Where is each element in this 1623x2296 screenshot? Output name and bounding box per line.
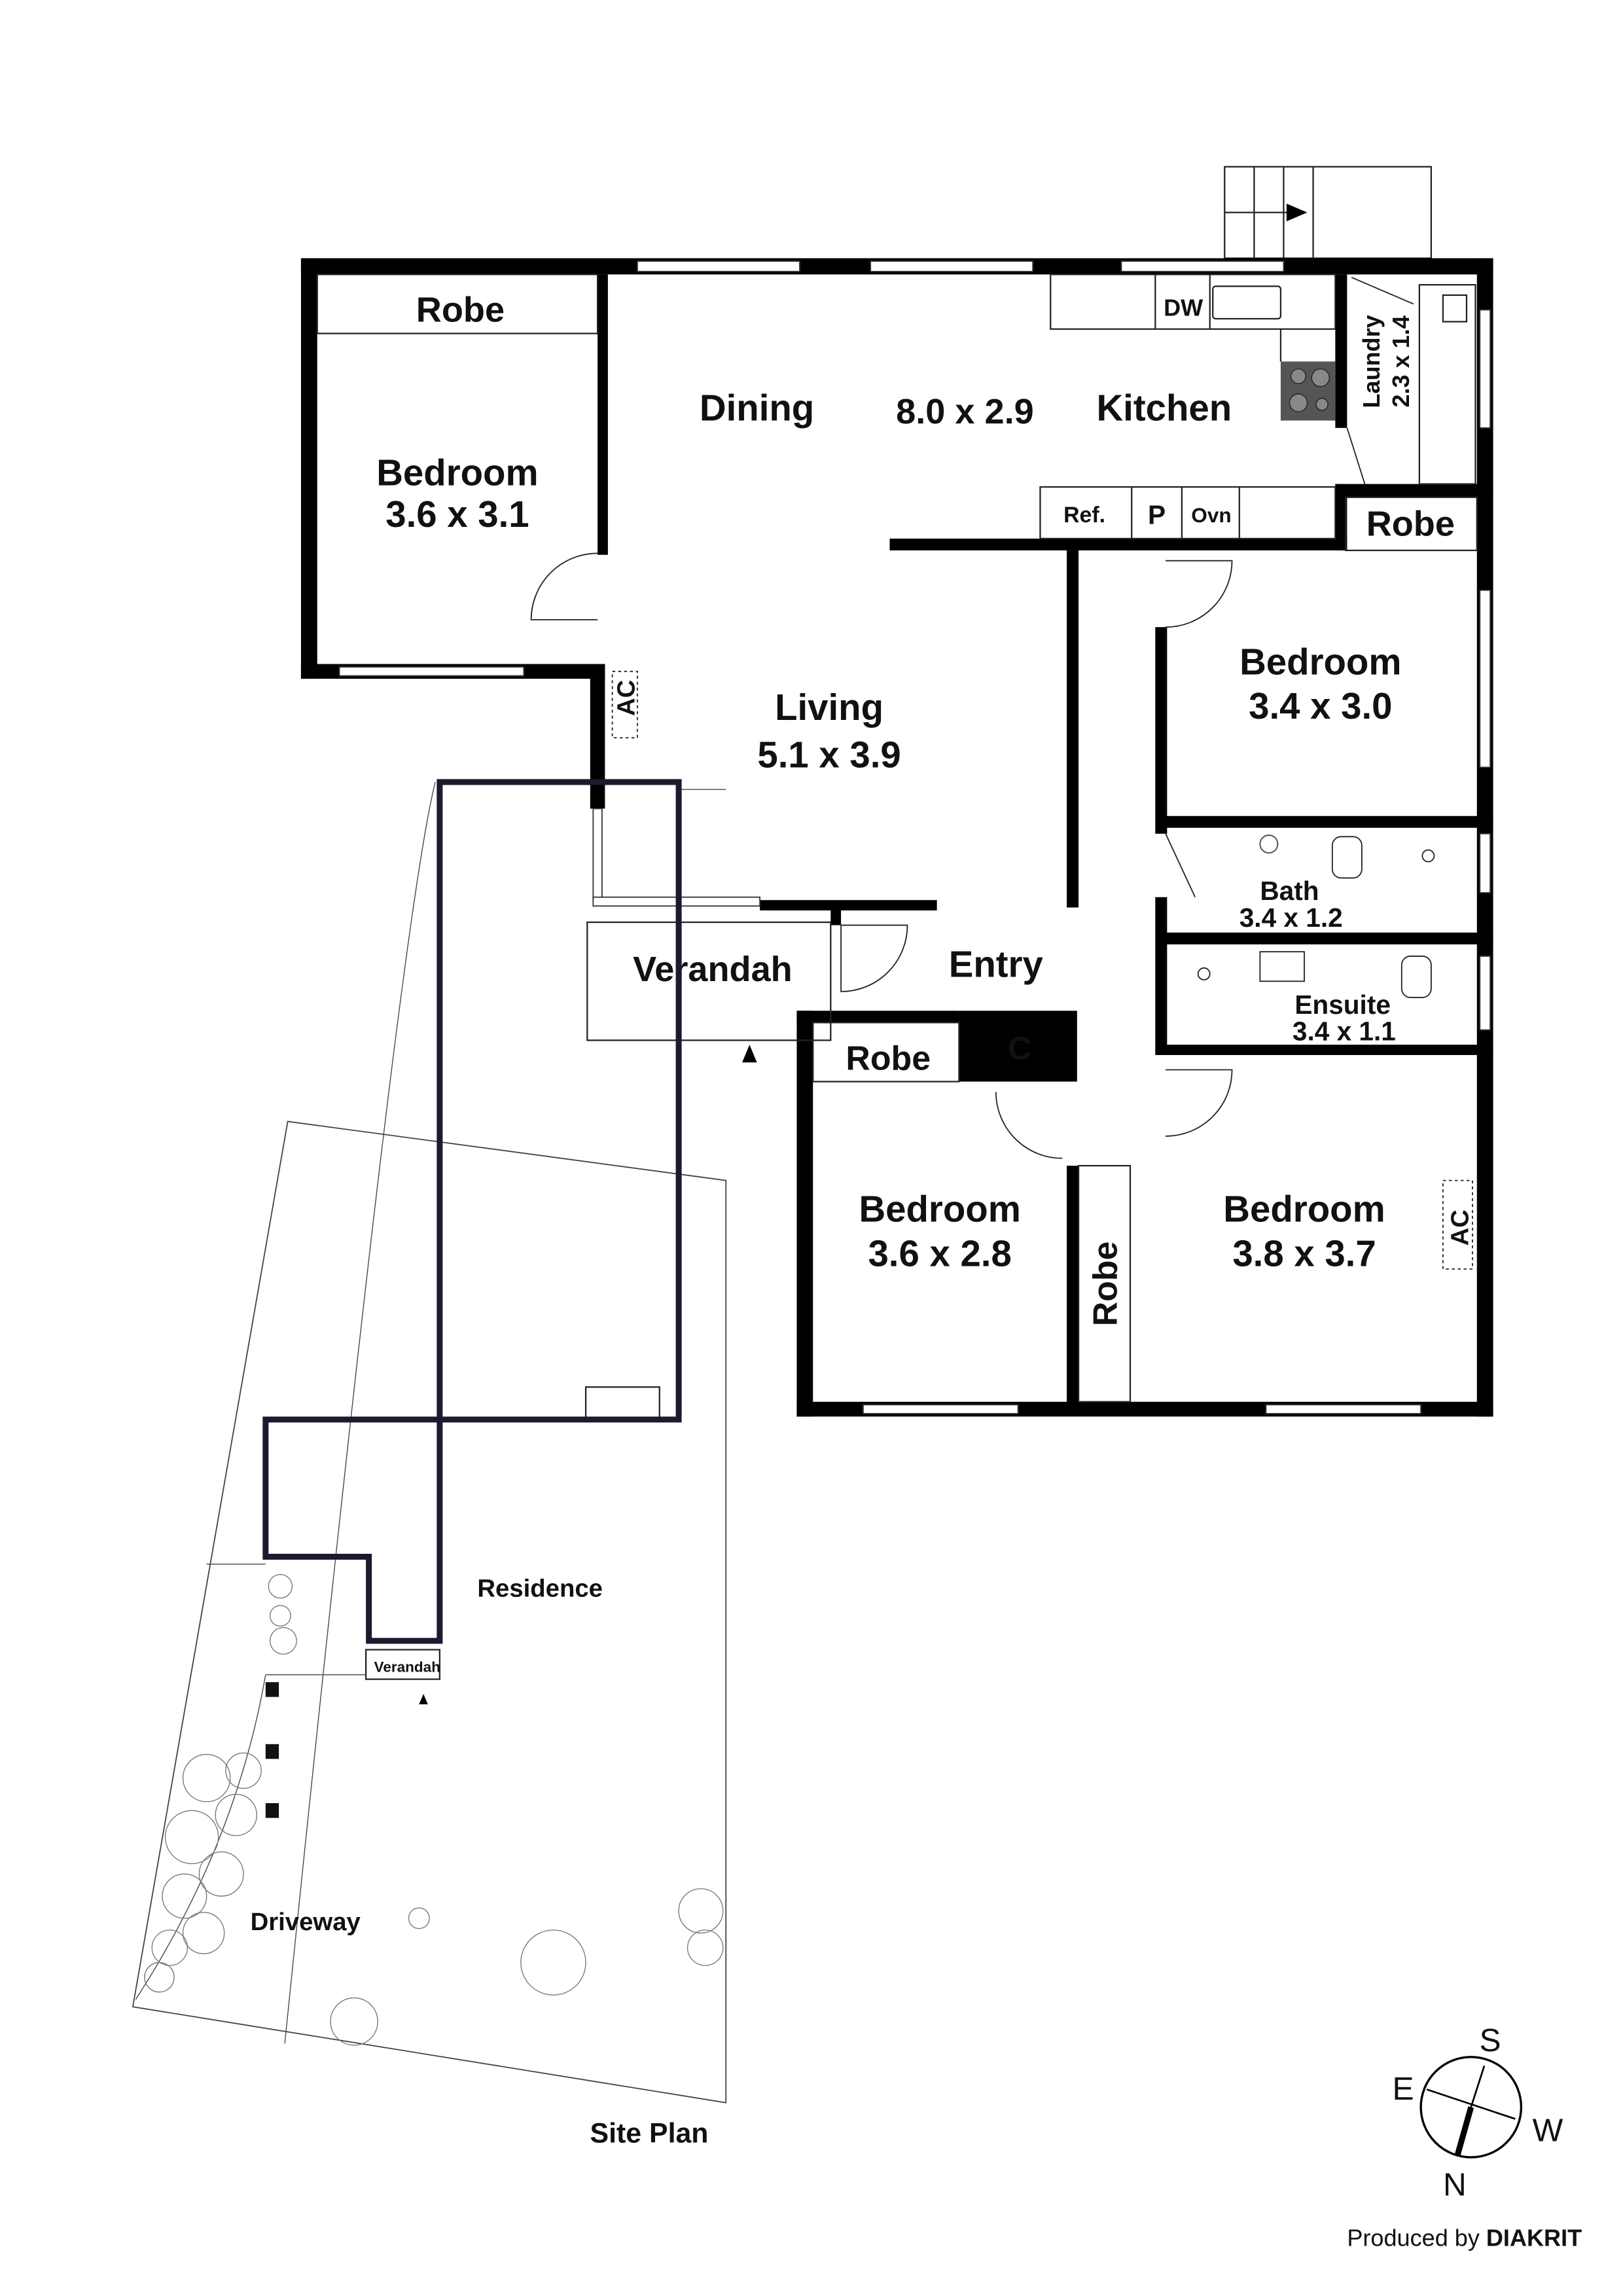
bedroom-ne-name: Bedroom [1240, 641, 1401, 682]
shower-icon [1197, 967, 1211, 980]
site-entry-arrow-icon [419, 1694, 428, 1704]
entry-label: Entry [949, 943, 1044, 984]
robe-ne-label: Robe [1366, 504, 1455, 543]
basin-icon [1259, 951, 1305, 982]
site-verandah-label: Verandah [374, 1659, 440, 1675]
residence-outline [262, 779, 682, 1644]
dishwasher-label: DW [1164, 294, 1203, 321]
laundry-name: Laundry [1358, 315, 1385, 408]
robe-sw-label: Robe [846, 1039, 931, 1077]
robe-nw-label: Robe [416, 290, 505, 329]
credit-text: Produced by DIAKRIT [1347, 2224, 1582, 2251]
compass-s: S [1480, 2022, 1501, 2058]
shower-icon [1421, 849, 1435, 863]
bedroom-se-size: 3.8 x 3.7 [1232, 1232, 1376, 1274]
verandah-label: Verandah [633, 950, 793, 989]
oven-label: Ovn [1191, 503, 1231, 527]
bedroom-sw-name: Bedroom [859, 1189, 1020, 1230]
basin-icon [1259, 834, 1279, 854]
cooktop-icon [1280, 361, 1336, 421]
ac-unit-icon [1442, 1179, 1473, 1270]
kitchen-fixtures [316, 274, 1478, 1403]
compass-n: N [1443, 2166, 1467, 2203]
compass-e: E [1393, 2070, 1414, 2107]
ensuite-name: Ensuite [1294, 990, 1391, 1020]
bedroom-sw-size: 3.6 x 2.8 [868, 1232, 1011, 1274]
living-name: Living [775, 687, 883, 728]
ac-bedroom-label: AC [1446, 1210, 1474, 1246]
cupboard-label: C [1008, 1030, 1031, 1067]
rear-steps [1224, 166, 1433, 259]
toilet-icon [1400, 956, 1432, 998]
laundry-tub-icon [1442, 294, 1468, 323]
laundry-size: 2.3 x 1.4 [1387, 315, 1414, 407]
site-boundary [132, 1121, 727, 2104]
site-driveway-label: Driveway [251, 1908, 361, 1936]
site-plan: Residence Verandah Driveway Site Plan [132, 779, 727, 2149]
credit-prefix: Produced by [1347, 2224, 1479, 2251]
step-arrow-icon [1286, 204, 1308, 222]
credit-brand: DIAKRIT [1486, 2224, 1582, 2251]
compass-icon: S E W N [1393, 2022, 1563, 2203]
trees-icon [144, 1573, 724, 2046]
ensuite-size: 3.4 x 1.1 [1293, 1016, 1396, 1046]
fridge-label: Ref. [1063, 503, 1105, 528]
bedroom-nw-size: 3.6 x 3.1 [385, 493, 529, 535]
entry-arrow-icon [742, 1045, 757, 1063]
bath-name: Bath [1260, 876, 1319, 906]
bedroom-se-name: Bedroom [1223, 1189, 1385, 1230]
site-plan-title: Site Plan [590, 2118, 709, 2149]
doors [530, 277, 1473, 1270]
bedroom-ne-size: 3.4 x 3.0 [1249, 685, 1392, 726]
site-residence-label: Residence [477, 1574, 603, 1602]
bedroom-nw-name: Bedroom [376, 452, 538, 493]
dining-kitchen-size: 8.0 x 2.9 [896, 392, 1034, 431]
pantry-label: P [1148, 499, 1166, 529]
compass-w: W [1533, 2111, 1563, 2148]
robe-s-label: Robe [1086, 1242, 1124, 1327]
kitchen-label: Kitchen [1096, 387, 1232, 429]
living-size: 5.1 x 3.9 [757, 734, 901, 775]
dining-label: Dining [700, 387, 814, 429]
toilet-icon [1331, 836, 1363, 879]
sink-icon [1212, 285, 1282, 320]
ac-unit-icon [611, 670, 638, 739]
ac-living-label: AC [612, 680, 640, 716]
bath-size: 3.4 x 1.2 [1240, 903, 1343, 933]
